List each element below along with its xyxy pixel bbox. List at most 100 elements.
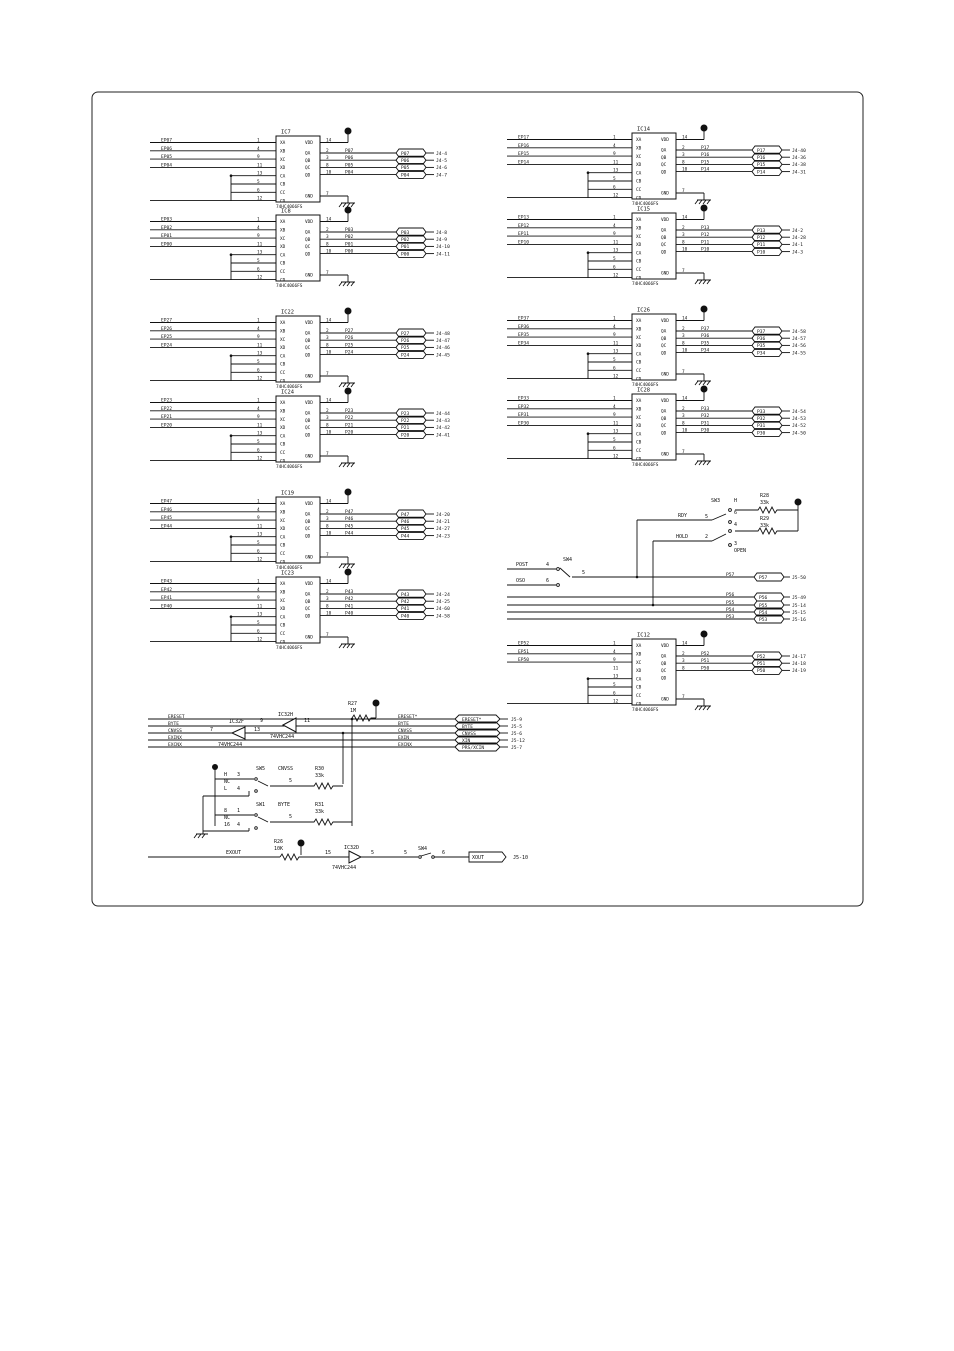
chip-ic22: IC2274HC4066FSXA1EP27XB4EP26XC9EP25XD11E… <box>150 307 450 390</box>
pin-number: 3 <box>326 234 329 240</box>
connector-pin: J4-5 <box>436 158 447 164</box>
connector-pin: J5-6 <box>511 731 522 737</box>
net-label: P24 <box>345 350 354 356</box>
mode-flag-label: P54 <box>759 610 768 616</box>
net-label: P06 <box>345 155 354 161</box>
pin-number: 1 <box>257 398 260 404</box>
port-flag-label: P41 <box>401 606 410 612</box>
pin-number: 10 <box>326 531 332 537</box>
pin-number: 13 <box>613 168 619 174</box>
port-flag-label: P35 <box>757 343 766 349</box>
input-label: EP02 <box>161 225 172 231</box>
connector-pin: J4-46 <box>436 345 450 351</box>
chip-body <box>631 638 677 706</box>
pin-number: 5 <box>613 176 616 182</box>
connector-pin: J4-54 <box>792 409 806 415</box>
pin-name: QB <box>305 338 311 344</box>
pin-name: CC <box>636 448 642 454</box>
pin-name: VDD <box>661 137 669 143</box>
connector-pin: J4-58 <box>436 613 450 619</box>
pin-number: 13 <box>257 250 263 256</box>
pin-number: 12 <box>613 374 619 380</box>
sw5-nc: NC <box>224 779 230 785</box>
pin-name: QA <box>661 148 667 154</box>
pin-number: 7 <box>682 694 685 700</box>
bus-left-label: EXINX <box>168 735 182 741</box>
pin-name: QA <box>305 331 311 337</box>
port-flag-label: P22 <box>401 418 410 424</box>
pin-number: 14 <box>682 396 688 402</box>
pin-number: 7 <box>682 268 685 274</box>
sw6-pin5: 5 <box>289 814 292 820</box>
connector-pin: J4-4 <box>436 151 447 157</box>
input-label: EP11 <box>518 231 529 237</box>
pin-number: 10 <box>682 428 688 434</box>
sw5-pin4: 4 <box>237 786 240 792</box>
pin-number: 3 <box>682 152 685 158</box>
sw4-pin5: 5 <box>582 570 585 576</box>
pin-number: 3 <box>682 333 685 339</box>
port-flag-label: P23 <box>401 411 410 417</box>
pin-name: CA <box>636 676 642 682</box>
port-flag-label: P47 <box>401 512 410 518</box>
resistor-r27 <box>351 713 376 723</box>
junction-dot <box>586 352 590 356</box>
connector-pin: J4-52 <box>792 423 806 429</box>
connector-pin: J4-45 <box>436 352 450 358</box>
pin-name: QB <box>661 235 667 241</box>
junction-dot <box>586 171 590 174</box>
sw5-h: H <box>224 772 227 778</box>
pin-name: QD <box>305 432 311 438</box>
pin-name: XB <box>636 407 642 413</box>
pin-name: CC <box>636 267 642 273</box>
pin-number: 4 <box>613 649 616 655</box>
pin-name: CB <box>280 182 286 188</box>
input-label: EP42 <box>161 587 172 593</box>
pin-number: 5 <box>257 439 260 445</box>
pin-name: CB <box>636 259 642 265</box>
net-label: P20 <box>345 430 354 436</box>
net-label: P44 <box>345 531 354 537</box>
pin-number: 8 <box>326 422 329 428</box>
pin-name: GND <box>305 194 313 200</box>
pin-name: QC <box>305 345 311 351</box>
connector-pin: J4-3 <box>792 249 803 255</box>
connector-pin: J4-24 <box>436 592 450 598</box>
net-label: P54 <box>726 607 735 613</box>
ground-symbol <box>694 199 711 205</box>
pin-number: 5 <box>613 357 616 363</box>
ic32-pin11: 11 <box>304 718 310 724</box>
chip-body <box>631 393 677 461</box>
pin-number: 8 <box>326 162 329 168</box>
net-label: P02 <box>345 234 354 240</box>
pin-name: CD <box>280 458 286 464</box>
r30-label: R30 <box>315 766 324 772</box>
pin-number: 1 <box>257 499 260 505</box>
pin-name: QD <box>305 172 311 178</box>
pin-number: 2 <box>682 406 685 412</box>
input-label: EP03 <box>161 217 172 223</box>
input-label: EP31 <box>518 412 529 418</box>
input-label: EP01 <box>161 233 172 239</box>
net-label: P51 <box>701 658 710 664</box>
mode-flag-label: P53 <box>759 617 768 623</box>
pin-number: 1 <box>257 318 260 324</box>
pin-number: 1 <box>613 316 616 322</box>
vcc-dot <box>344 206 352 214</box>
pin-name: XA <box>636 217 642 223</box>
chip-ref: IC14 <box>637 127 650 133</box>
port-flag-label: P17 <box>757 148 766 154</box>
pin-name: QA <box>305 592 311 598</box>
pin-number: 4 <box>257 326 260 332</box>
pin-number: 7 <box>682 188 685 194</box>
r31-label: R31 <box>315 802 324 808</box>
mode-switch-section: R28 33k R29 33k SW3 H 5 6 4 2 3 OPEN RDY… <box>507 493 806 624</box>
r31-value: 33k <box>315 809 324 815</box>
input-label: EP04 <box>161 162 172 168</box>
pin-number: 5 <box>613 437 616 443</box>
pin-number: 10 <box>326 249 332 255</box>
pin-name: QA <box>305 230 311 236</box>
chip-body <box>275 496 321 564</box>
pin-number: 14 <box>326 499 332 505</box>
